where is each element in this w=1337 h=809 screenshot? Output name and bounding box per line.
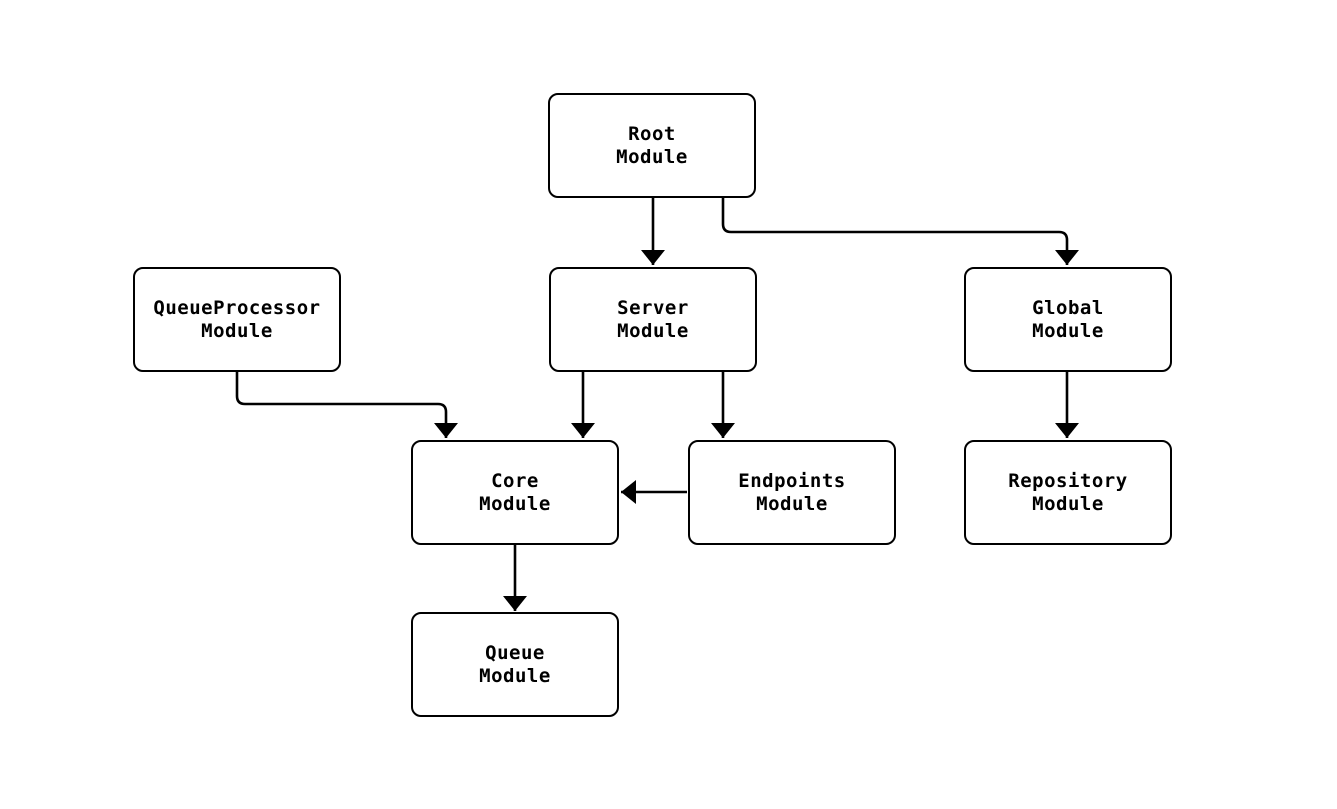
node-label: QueueProcessor Module	[153, 296, 321, 342]
edge-root-to-global	[721, 198, 1079, 265]
node-global-module: Global Module	[964, 267, 1172, 372]
node-label: Repository Module	[1008, 469, 1128, 515]
node-queueprocessor-module: QueueProcessor Module	[133, 267, 341, 372]
node-label: Root Module	[616, 122, 688, 168]
node-core-module: Core Module	[411, 440, 619, 545]
node-label: Server Module	[617, 296, 689, 342]
edge-queueprocessor-to-core	[235, 372, 458, 438]
node-label: Core Module	[479, 469, 551, 515]
node-repository-module: Repository Module	[964, 440, 1172, 545]
node-server-module: Server Module	[549, 267, 757, 372]
node-queue-module: Queue Module	[411, 612, 619, 717]
node-label: Endpoints Module	[738, 469, 846, 515]
node-endpoints-module: Endpoints Module	[688, 440, 896, 545]
node-label: Global Module	[1032, 296, 1104, 342]
node-label: Queue Module	[479, 641, 551, 687]
node-root-module: Root Module	[548, 93, 756, 198]
